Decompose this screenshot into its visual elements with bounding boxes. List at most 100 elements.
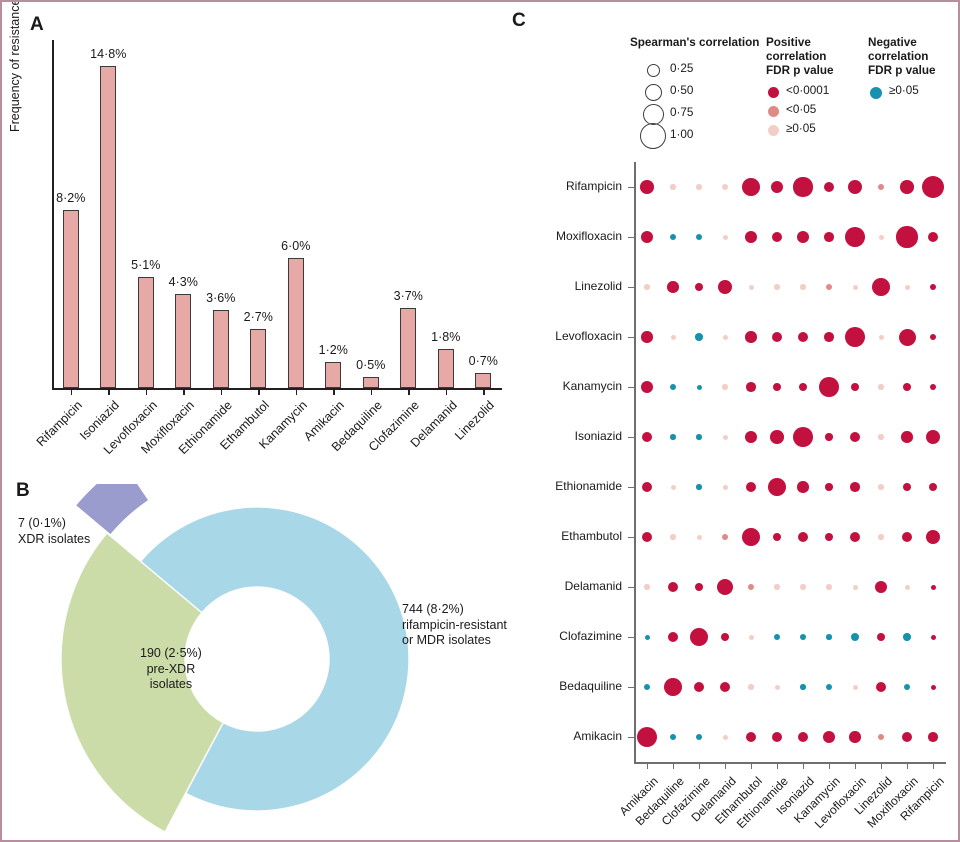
matrix-row-label-isoniazid: Isoniazid <box>574 429 622 443</box>
legend-positive-dot <box>768 87 779 98</box>
bar-linezolid <box>475 372 492 388</box>
legend-positive-label: ≥0·05 <box>786 122 816 135</box>
matrix-bubble <box>878 534 884 540</box>
matrix-x-tick <box>751 763 753 769</box>
legend-size-circle-0.5 <box>644 83 662 101</box>
matrix-bubble <box>720 632 730 642</box>
matrix-x-tick <box>725 763 727 769</box>
matrix-bubble <box>641 331 653 343</box>
bar-kanamycin <box>287 257 304 388</box>
matrix-bubble <box>852 284 858 290</box>
matrix-bubble <box>696 534 702 540</box>
matrix-bubble <box>667 581 679 593</box>
bar-amikacin <box>325 361 342 388</box>
matrix-bubble <box>744 230 758 244</box>
bar-ethambutol <box>250 329 267 388</box>
matrix-bubble <box>928 482 938 492</box>
matrix-bubble <box>644 634 650 640</box>
matrix-bubble <box>722 234 728 240</box>
bar-ethionamide <box>212 309 229 388</box>
matrix-bubble <box>850 382 860 392</box>
matrix-bubble <box>876 632 886 642</box>
bar-value-label: 0·5% <box>356 358 386 373</box>
legend-size-label: 0·75 <box>670 106 694 119</box>
matrix-x-tick <box>855 763 857 769</box>
matrix-x-tick <box>881 763 883 769</box>
matrix-bubble <box>845 327 865 347</box>
matrix-bubble <box>721 533 729 541</box>
bar-value-label: 14·8% <box>90 47 127 62</box>
matrix-x-tick <box>803 763 805 769</box>
matrix-bubble <box>799 633 807 641</box>
matrix-y-tick <box>628 587 634 589</box>
matrix-bubble <box>849 431 861 443</box>
bar-value-label: 3·6% <box>206 290 236 305</box>
legend-size-title: Spearman's correlation <box>630 36 760 49</box>
matrix-bubble <box>770 180 784 194</box>
bar-value-label: 0·7% <box>468 353 498 368</box>
matrix-bubble <box>826 634 832 640</box>
matrix-bubble <box>695 333 703 341</box>
x-tick <box>220 389 223 395</box>
matrix-x-tick <box>777 763 779 769</box>
matrix-bubble <box>772 532 782 542</box>
x-tick <box>183 389 185 395</box>
bar-moxifloxacin <box>175 294 192 388</box>
legend-positive-dot <box>768 125 779 136</box>
matrix-bubble <box>669 733 677 741</box>
matrix-bubble <box>641 531 653 543</box>
matrix-bubble <box>773 633 781 641</box>
matrix-bubble <box>930 684 936 690</box>
legend-positive-label: <0·0001 <box>786 84 830 97</box>
matrix-bubble <box>929 383 937 391</box>
matrix-bubble <box>696 484 702 490</box>
matrix-bubble <box>670 434 676 440</box>
matrix-y-axis-line <box>634 162 636 762</box>
matrix-y-tick <box>628 687 634 689</box>
matrix-bubble <box>640 180 654 194</box>
matrix-bubble <box>745 481 757 493</box>
matrix-bubble <box>929 333 937 341</box>
panel-a-x-axis-line <box>52 388 502 390</box>
matrix-bubble <box>925 429 941 445</box>
matrix-bubble <box>796 230 810 244</box>
matrix-y-tick <box>628 537 634 539</box>
matrix-bubble <box>689 627 709 647</box>
matrix-bubble <box>901 431 913 443</box>
matrix-row-label-moxifloxacin: Moxifloxacin <box>555 229 622 243</box>
matrix-bubble <box>849 531 861 543</box>
x-tick <box>333 389 335 395</box>
matrix-bubble <box>694 582 704 592</box>
matrix-x-axis-line <box>634 762 946 764</box>
x-tick <box>370 389 373 395</box>
matrix-bubble <box>669 233 677 241</box>
matrix-bubble <box>641 481 653 493</box>
matrix-y-tick <box>628 287 634 289</box>
matrix-bubble <box>847 179 863 195</box>
legend-size-label: 0·25 <box>670 62 694 75</box>
matrix-row-label-levofloxacin: Levofloxacin <box>555 329 622 343</box>
matrix-bubble <box>669 383 677 391</box>
matrix-x-tick <box>673 763 675 769</box>
matrix-bubble <box>722 484 728 490</box>
matrix-bubble <box>797 331 809 343</box>
matrix-bubble <box>797 531 809 543</box>
x-tick <box>258 389 260 395</box>
matrix-x-tick <box>907 763 909 769</box>
panel-a-bar-chart: A Frequency of resistance (%) 8·2%Rifamp… <box>2 2 522 472</box>
matrix-y-tick <box>628 187 634 189</box>
x-tick <box>108 389 110 395</box>
matrix-bubble <box>903 683 911 691</box>
matrix-bubble <box>845 227 865 247</box>
panel-a-y-axis-label: Frequency of resistance (%) <box>8 0 22 132</box>
matrix-bubble <box>742 178 760 196</box>
matrix-bubble <box>643 683 651 691</box>
